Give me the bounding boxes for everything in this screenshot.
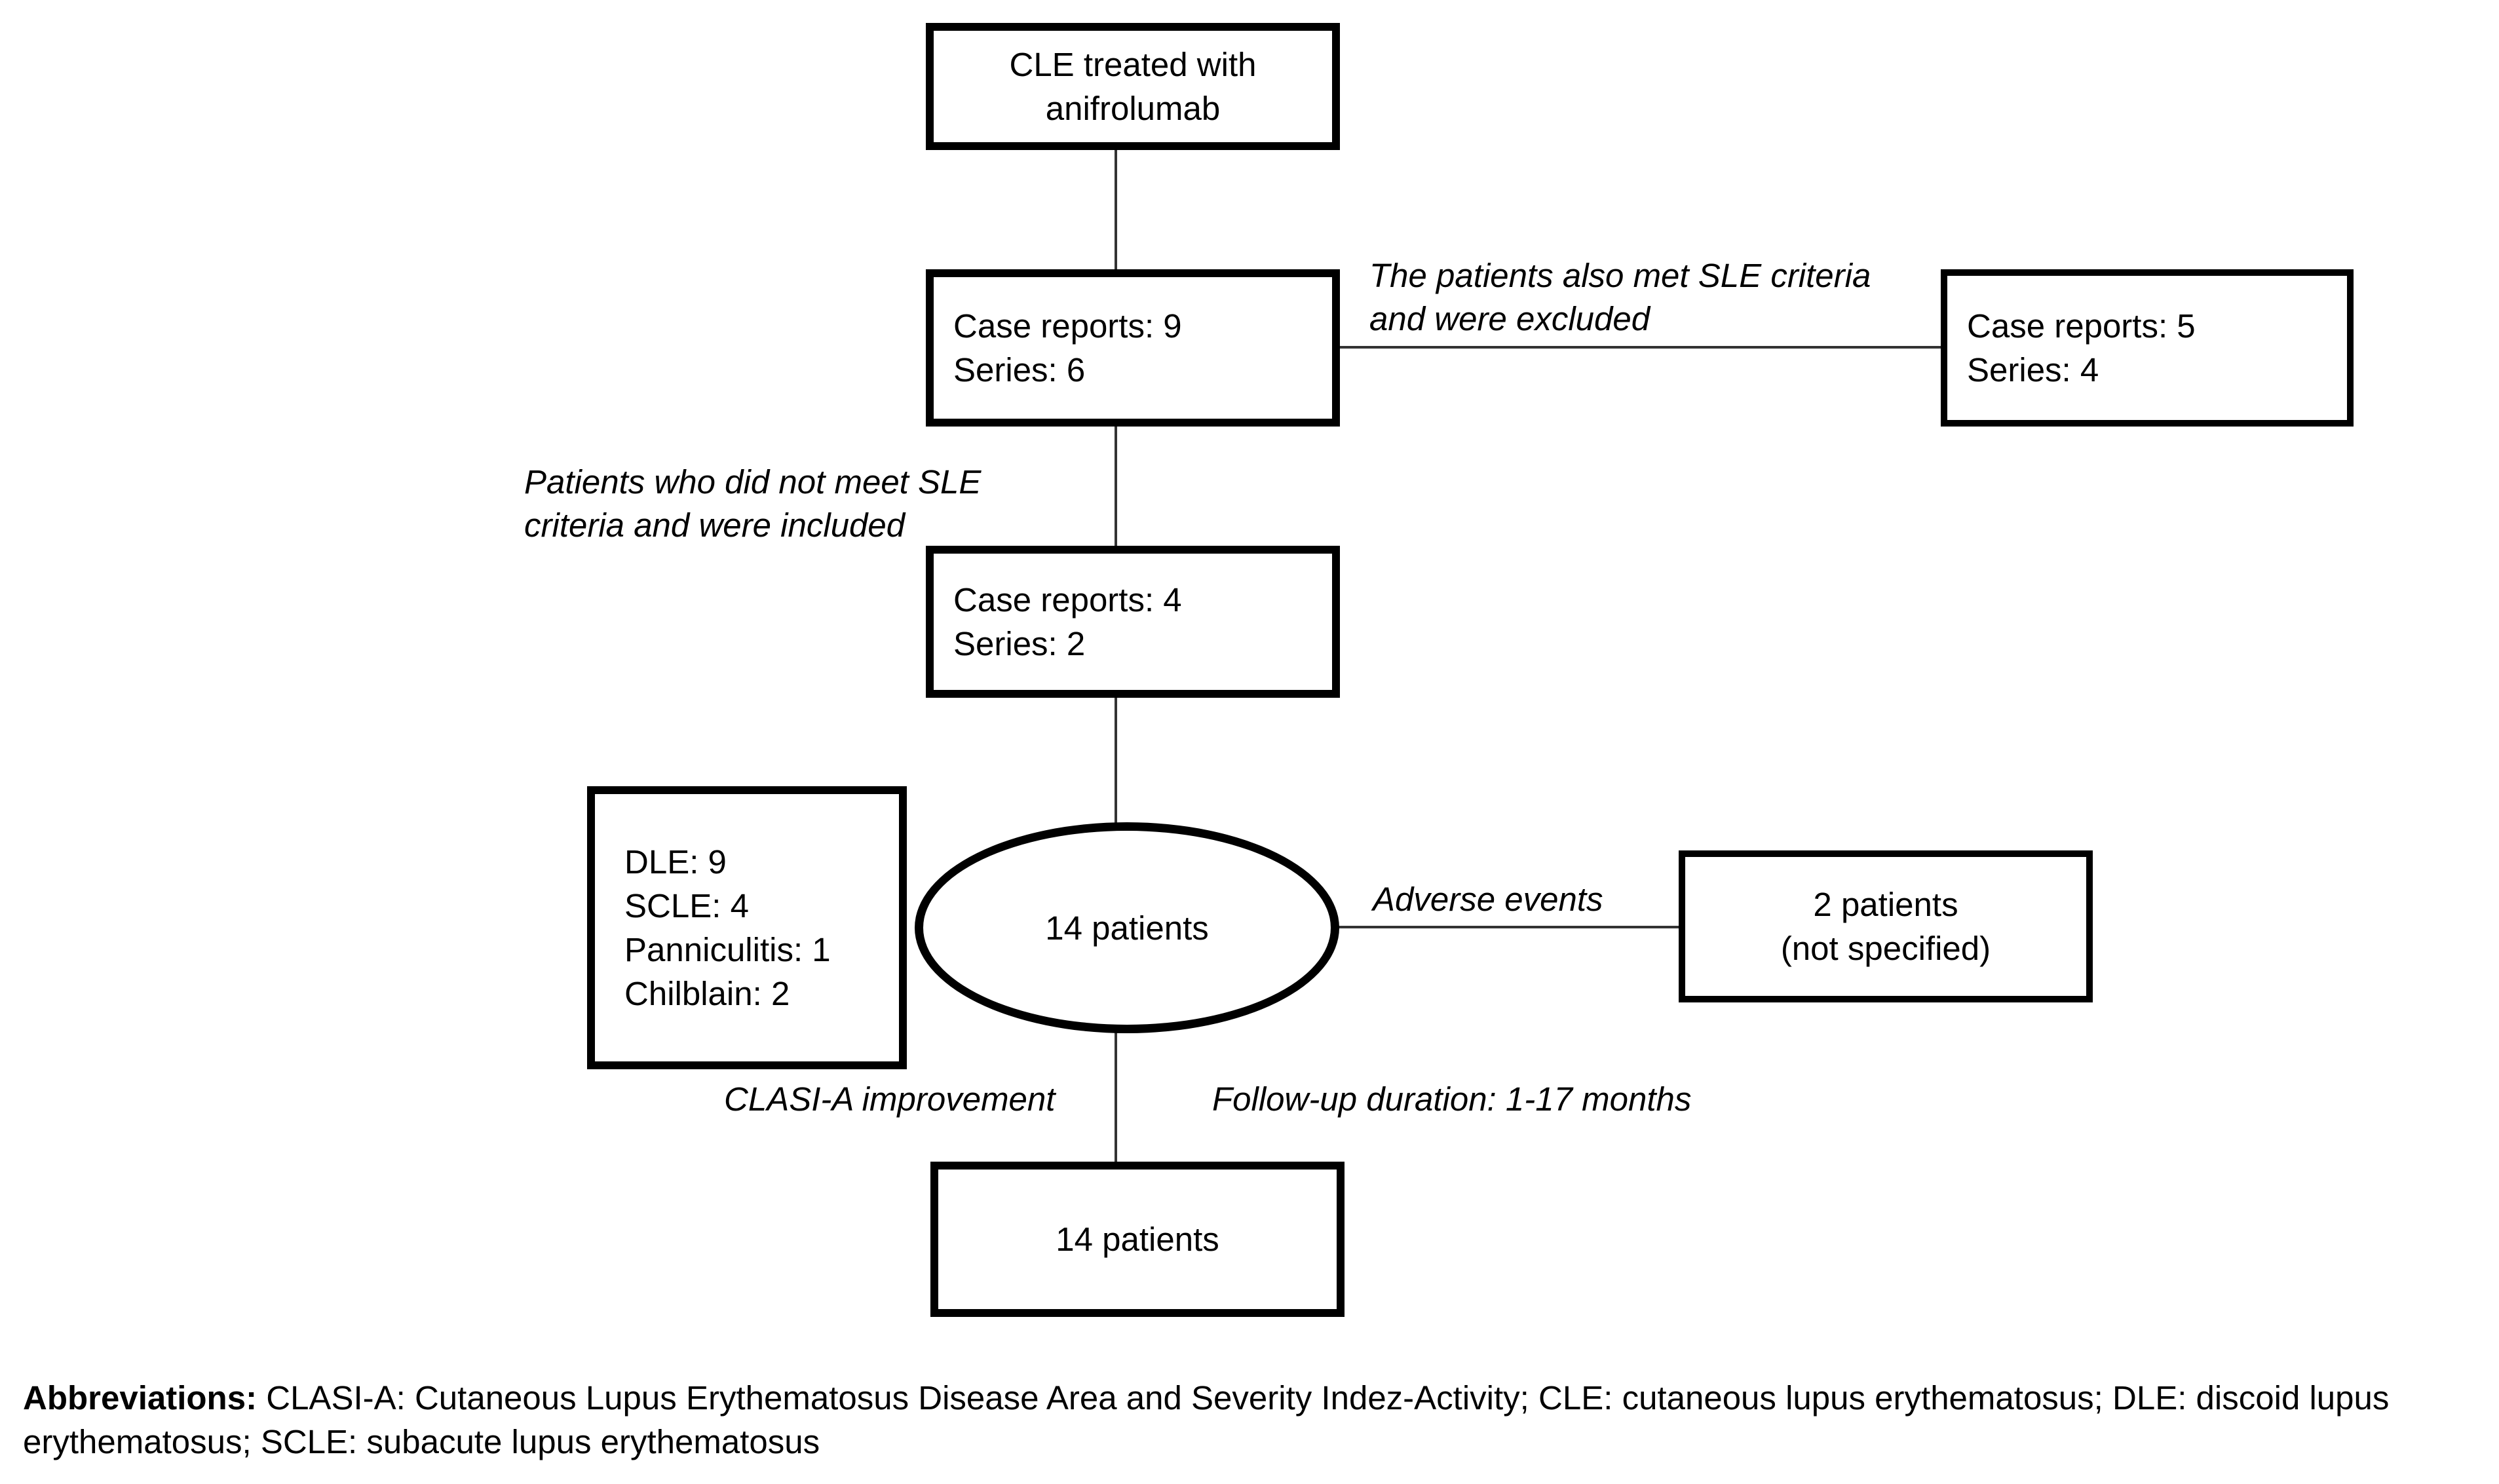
footer-abbreviations: Abbreviations: CLASI-A: Cutaneous Lupus …	[23, 1376, 2490, 1464]
connector-top-to-screened	[1115, 149, 1117, 271]
node-included-line1: Case reports: 4	[953, 581, 1182, 618]
node-cle-treated: CLE treated with anifrolumab	[926, 23, 1340, 150]
node-cle-treated-line1: CLE treated with	[1009, 46, 1257, 83]
node-subtype-line1: DLE: 9	[624, 843, 727, 881]
note-excluded-criteria-line1: The patients also met SLE criteria	[1369, 257, 1871, 294]
node-screened-counts: Case reports: 9 Series: 6	[926, 269, 1340, 427]
node-subtype-line4: Chilblain: 2	[624, 975, 790, 1012]
note-excluded-criteria-line2: and were excluded	[1369, 300, 1650, 337]
connector-included-to-cohort	[1115, 696, 1117, 824]
connector-cohort-to-adverse	[1337, 926, 1683, 928]
node-screened-line1: Case reports: 9	[953, 307, 1182, 345]
node-screened-line2: Series: 6	[953, 351, 1086, 389]
node-subtype-counts: DLE: 9 SCLE: 4 Panniculitis: 1 Chilblain…	[587, 786, 907, 1069]
node-subtype-line2: SCLE: 4	[624, 887, 749, 924]
note-adverse-events: Adverse events	[1373, 881, 1603, 918]
node-outcome-label: 14 patients	[1056, 1221, 1219, 1258]
note-included-criteria-line1: Patients who did not meet SLE	[524, 463, 982, 501]
node-included-counts: Case reports: 4 Series: 2	[926, 546, 1340, 698]
node-outcome-patients: 14 patients	[930, 1162, 1345, 1317]
node-excluded-line2: Series: 4	[1967, 351, 2099, 389]
connector-screened-to-excluded	[1339, 346, 1942, 349]
note-excluded-criteria: The patients also met SLE criteria and w…	[1369, 254, 1871, 341]
note-included-criteria: Patients who did not meet SLE criteria a…	[524, 461, 981, 547]
node-adverse-patients: 2 patients (not specified)	[1679, 850, 2093, 1002]
node-adverse-line1: 2 patients	[1813, 886, 1958, 923]
node-adverse-line2: (not specified)	[1780, 930, 1991, 967]
footer-abbreviations-text: CLASI-A: Cutaneous Lupus Erythematosus D…	[23, 1379, 2390, 1460]
note-clasi-improvement: CLASI-A improvement	[724, 1080, 1056, 1118]
footer-abbreviations-label: Abbreviations:	[23, 1379, 258, 1417]
connector-cohort-to-outcome	[1115, 1032, 1117, 1163]
node-excluded-counts: Case reports: 5 Series: 4	[1941, 269, 2354, 427]
note-followup-duration: Follow-up duration: 1-17 months	[1212, 1080, 1692, 1118]
node-included-line2: Series: 2	[953, 625, 1086, 662]
node-cohort-ellipse: 14 patients	[915, 822, 1339, 1033]
note-included-criteria-line2: criteria and were included	[524, 506, 906, 544]
node-excluded-line1: Case reports: 5	[1967, 307, 2196, 345]
connector-screened-to-included	[1115, 425, 1117, 547]
node-cle-treated-line2: anifrolumab	[1045, 90, 1221, 127]
node-cohort-label: 14 patients	[1045, 909, 1209, 947]
node-subtype-line3: Panniculitis: 1	[624, 931, 831, 968]
